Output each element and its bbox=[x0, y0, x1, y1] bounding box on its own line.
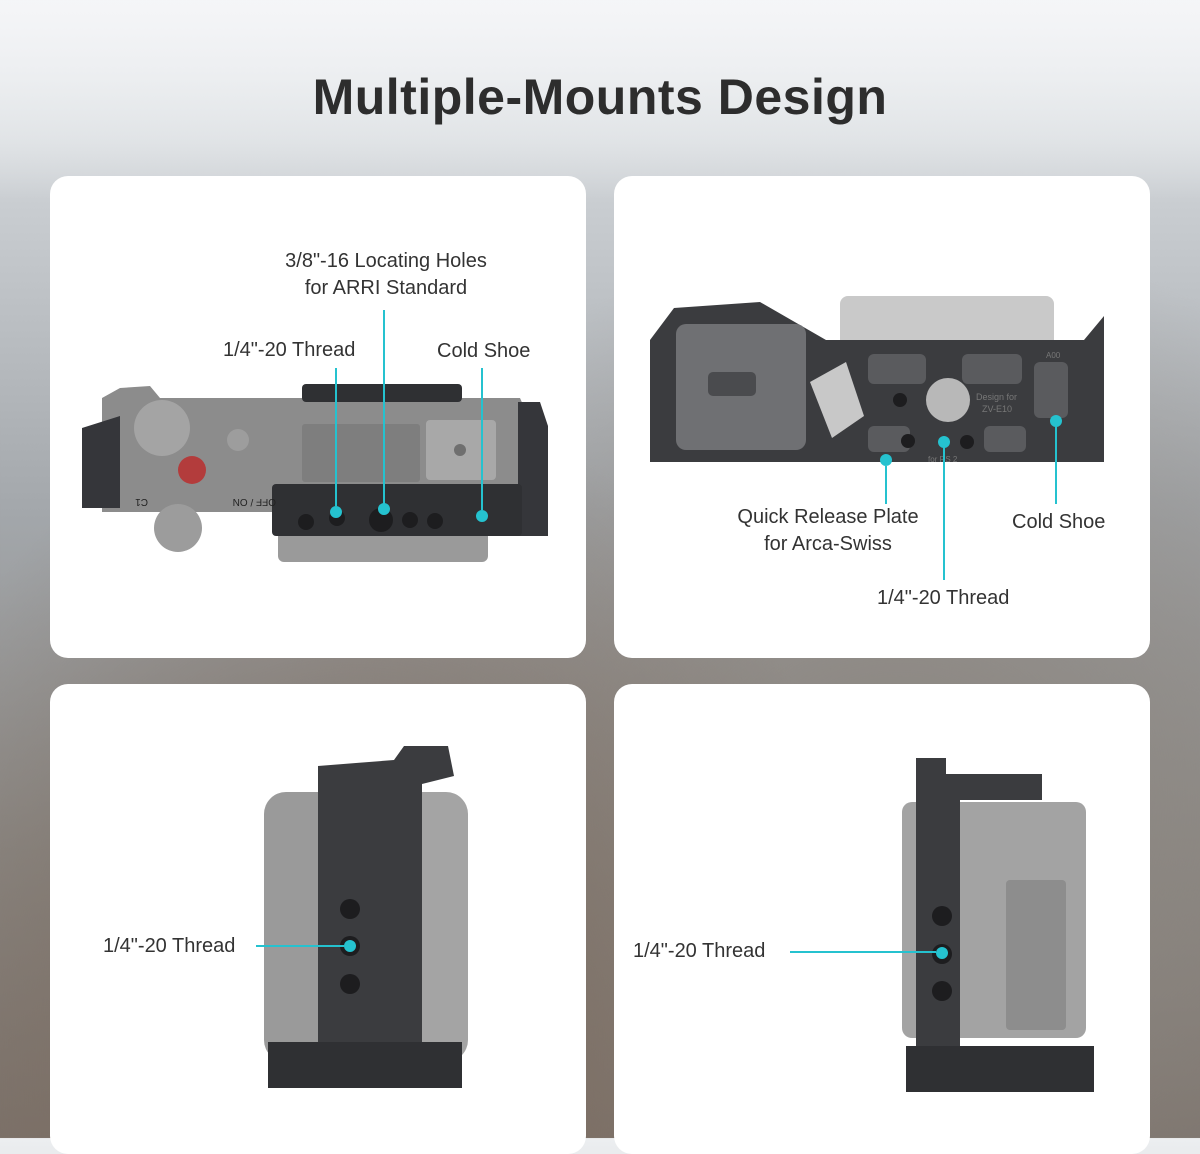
slot-recess bbox=[868, 354, 926, 384]
cage-top-bar bbox=[302, 384, 462, 402]
lens-mount bbox=[840, 296, 1054, 352]
top-mark-c1: C1 bbox=[135, 496, 148, 507]
right-side-view-card: 1/4"-20 Thread bbox=[614, 684, 1150, 1154]
page-title: Multiple-Mounts Design bbox=[312, 69, 888, 125]
left-side-illustration bbox=[256, 746, 468, 1088]
callout-cold-shoe: Cold Shoe bbox=[437, 340, 531, 362]
vent-grille bbox=[302, 424, 420, 482]
mode-dial bbox=[134, 400, 190, 456]
callout-thread-right: 1/4"-20 Thread bbox=[633, 940, 766, 962]
callout-quick-release-line2: for Arca-Swiss bbox=[764, 533, 892, 555]
callout-locating-holes-line2: for ARRI Standard bbox=[304, 277, 468, 299]
callout-locating-holes-line1: 3/8"-16 Locating Holes bbox=[285, 250, 487, 272]
cage-left-end bbox=[82, 416, 120, 508]
top-mark-off-on: OFF / ON bbox=[233, 496, 276, 507]
right-thread-dot bbox=[936, 947, 948, 959]
rail-hole bbox=[402, 512, 418, 528]
cage-right-end bbox=[518, 402, 548, 536]
cage-foot bbox=[268, 1042, 462, 1088]
top-view-card: C1 OFF / ON 3/8"-16 Locating Holes for A… bbox=[50, 176, 586, 658]
callout-thread-left: 1/4"-20 Thread bbox=[103, 935, 236, 957]
zoom-dial bbox=[154, 504, 202, 552]
hot-shoe-contact bbox=[454, 444, 466, 456]
bottom-view-illustration: Design for ZV-E10 for RS 2 A00 bbox=[650, 296, 1104, 580]
left-side-view-card: 1/4"-20 Thread bbox=[50, 684, 586, 1154]
bottom-mark-model-line2: ZV-E10 bbox=[982, 404, 1012, 414]
quick-release-dot bbox=[880, 454, 892, 466]
rail-hole bbox=[427, 513, 443, 529]
rail-hole bbox=[298, 514, 314, 530]
left-thread-dot bbox=[344, 940, 356, 952]
base-hole bbox=[893, 393, 907, 407]
base-hole bbox=[901, 434, 915, 448]
locating-holes-dot bbox=[378, 503, 390, 515]
callout-quick-release-line1: Quick Release Plate bbox=[737, 506, 919, 528]
bottom-mark-model-line1: Design for bbox=[976, 392, 1017, 402]
callout-cold-shoe-bottom: Cold Shoe bbox=[1012, 511, 1106, 533]
thread-dot bbox=[330, 506, 342, 518]
top-view-illustration: C1 OFF / ON bbox=[82, 310, 548, 562]
bottom-thread-dot bbox=[938, 436, 950, 448]
right-side-illustration bbox=[790, 758, 1094, 1092]
control-button bbox=[227, 429, 249, 451]
mount-screw bbox=[926, 378, 970, 422]
cold-shoe-dot bbox=[476, 510, 488, 522]
cage-foot-right bbox=[906, 1046, 1094, 1092]
bottom-mark-a00: A00 bbox=[1046, 351, 1061, 360]
slot-recess bbox=[984, 426, 1026, 452]
record-button bbox=[178, 456, 206, 484]
cold-shoe-rail bbox=[1034, 362, 1068, 418]
side-hole-right bbox=[932, 906, 952, 926]
side-hole bbox=[340, 899, 360, 919]
base-hole bbox=[960, 435, 974, 449]
side-hole-right bbox=[932, 981, 952, 1001]
battery-latch bbox=[708, 372, 756, 396]
background-haze bbox=[0, 0, 1200, 200]
side-hole bbox=[340, 974, 360, 994]
bottom-view-card: Design for ZV-E10 for RS 2 A00 Quick Rel… bbox=[614, 176, 1150, 658]
camera-side-port-cover bbox=[1006, 880, 1066, 1030]
slot-recess bbox=[868, 426, 910, 452]
slot-recess bbox=[962, 354, 1022, 384]
callout-thread: 1/4"-20 Thread bbox=[223, 339, 356, 361]
bottom-cold-shoe-dot bbox=[1050, 415, 1062, 427]
callout-quick-release: Quick Release Plate for Arca-Swiss bbox=[698, 504, 958, 558]
callout-locating-holes: 3/8"-16 Locating Holes for ARRI Standard bbox=[236, 248, 536, 302]
callout-thread-bottom: 1/4"-20 Thread bbox=[877, 587, 1010, 609]
bottom-mark-rs2: for RS 2 bbox=[928, 455, 958, 464]
arca-plate-bracket bbox=[810, 362, 864, 438]
